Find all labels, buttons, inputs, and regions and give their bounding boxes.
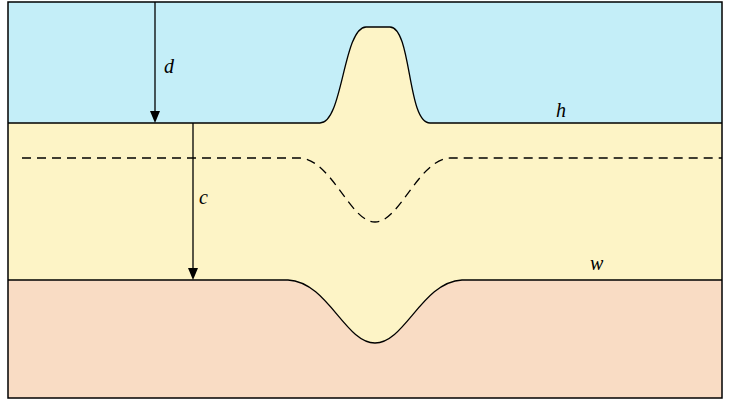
basement-line bbox=[8, 280, 722, 343]
dashed-interface bbox=[22, 158, 722, 222]
sediment-layer bbox=[8, 27, 722, 343]
depth-arrow bbox=[154, 2, 155, 113]
surface-line bbox=[8, 27, 722, 123]
variable-label: c bbox=[199, 187, 208, 207]
variable-label: h bbox=[556, 100, 566, 120]
frame bbox=[8, 2, 722, 398]
arrowhead bbox=[188, 268, 198, 280]
variable-label: d bbox=[164, 56, 174, 76]
arrowhead bbox=[150, 111, 160, 123]
thickness-arrow bbox=[192, 123, 193, 270]
basement-layer bbox=[8, 2, 722, 398]
variable-label: w bbox=[590, 253, 603, 273]
